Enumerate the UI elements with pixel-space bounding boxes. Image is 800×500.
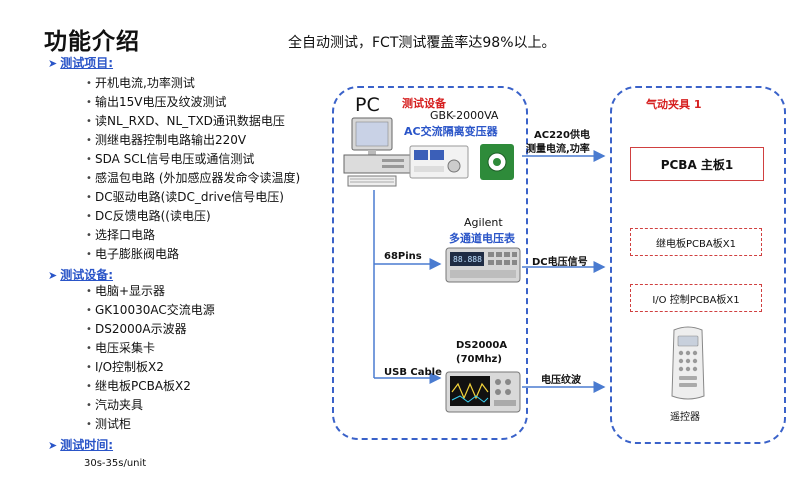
list-item: 读NL_RXD、NL_TXD通讯数据电压 xyxy=(86,112,300,131)
list-item: SDA SCL信号电压或通信测试 xyxy=(86,150,300,169)
list-item: 电子膨胀阀电路 xyxy=(86,245,300,264)
list-item: DS2000A示波器 xyxy=(86,320,215,339)
fixture-title: 气动夹具 1 xyxy=(646,98,702,111)
page-subtitle: 全自动测试，FCT测试覆盖率达98%以上。 xyxy=(288,35,556,51)
io-board-label: I/O 控制PCBA板X1 xyxy=(652,294,740,306)
list-item: DC反馈电路((读电压) xyxy=(86,207,300,226)
relay-board: 继电板PCBA板X1 xyxy=(630,228,762,256)
arrow-right-icon: ➤ xyxy=(48,57,58,70)
agilent-desc-label: 多通道电压表 xyxy=(449,232,515,245)
sig-ripple-label: 电压纹波 xyxy=(541,375,581,386)
list-item: I/O控制板X2 xyxy=(86,358,215,377)
list-item: DC驱动电路(读DC_drive信号电压) xyxy=(86,188,300,207)
tests-heading-text: 测试项目: xyxy=(60,56,114,70)
list-item: 开机电流,功率测试 xyxy=(86,74,300,93)
sig-dc-label: DC电压信号 xyxy=(532,257,588,268)
list-item: 测试柜 xyxy=(86,415,215,434)
sig-ac-line1: AC220供电 xyxy=(534,130,590,141)
time-heading: ➤测试时间: xyxy=(48,436,113,453)
list-item: 感温包电路 (外加感应器发命令读温度) xyxy=(86,169,300,188)
pneumatic-fixture-box xyxy=(610,86,786,444)
pc-label: PC xyxy=(355,94,380,116)
list-item: 汽动夹具 xyxy=(86,396,215,415)
time-value: 30s-35s/unit xyxy=(84,458,147,469)
list-item: 输出15V电压及纹波测试 xyxy=(86,93,300,112)
scope-model-label: DS2000A xyxy=(456,340,508,351)
list-item: 电压采集卡 xyxy=(86,339,215,358)
remote-label: 遥控器 xyxy=(670,412,700,423)
voltmeter-display-text: 88.888 xyxy=(453,255,482,264)
arrow-right-icon: ➤ xyxy=(48,269,58,282)
pcba-main-label: PCBA 主板1 xyxy=(660,157,734,172)
scope-spec-label: (70Mhz) xyxy=(456,354,502,365)
remote-control-icon xyxy=(671,326,705,400)
sig-ac-line2: 测量电流,功率 xyxy=(526,144,590,155)
conn-68pins-label: 68Pins xyxy=(384,251,422,262)
page-title: 功能介绍 xyxy=(44,29,140,55)
equipment-list: 电脑+显示器 GK10030AC交流电源 DS2000A示波器 电压采集卡 I/… xyxy=(86,282,215,434)
tests-list: 开机电流,功率测试 输出15V电压及纹波测试 读NL_RXD、NL_TXD通讯数… xyxy=(86,74,300,264)
pcba-main-board: PCBA 主板1 xyxy=(630,147,764,181)
equipment-heading-text: 测试设备: xyxy=(60,268,114,282)
time-heading-text: 测试时间: xyxy=(60,438,114,452)
list-item: 测继电器控制电路输出220V xyxy=(86,131,300,150)
ac-transformer-icon xyxy=(409,144,514,180)
list-item: 选择口电路 xyxy=(86,226,300,245)
agilent-name-label: Agilent xyxy=(464,216,503,229)
equipment-heading: ➤测试设备: xyxy=(48,266,113,283)
relay-board-label: 继电板PCBA板X1 xyxy=(656,238,736,250)
list-item: 电脑+显示器 xyxy=(86,282,215,301)
oscilloscope-icon xyxy=(445,371,521,413)
multichannel-voltmeter-icon: 88.888 xyxy=(445,247,521,283)
arrow-right-icon: ➤ xyxy=(48,439,58,452)
test-equipment-box xyxy=(332,86,528,440)
io-control-board: I/O 控制PCBA板X1 xyxy=(630,284,762,312)
pc-computer-icon xyxy=(343,117,411,187)
list-item: 继电板PCBA板X2 xyxy=(86,377,215,396)
list-item: GK10030AC交流电源 xyxy=(86,301,215,320)
gbk-model-label: GBK-2000VA xyxy=(430,109,499,122)
tests-heading: ➤测试项目: xyxy=(48,54,113,71)
test-equipment-title: 测试设备 xyxy=(402,97,446,110)
gbk-desc-label: AC交流隔离变压器 xyxy=(404,125,498,138)
conn-usb-label: USB Cable xyxy=(384,367,442,378)
